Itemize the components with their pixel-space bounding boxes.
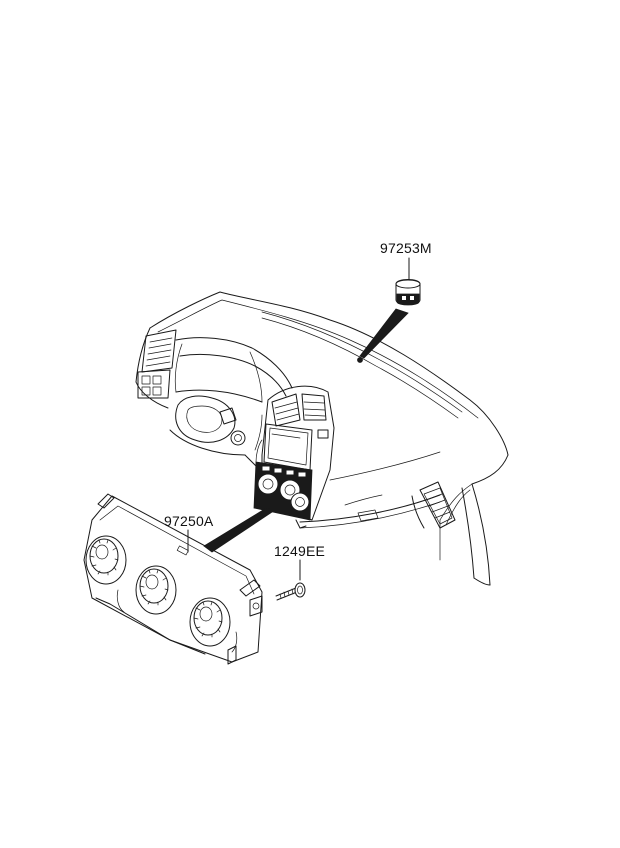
label-97250a: 97250A [164,513,214,529]
leader-97253m [359,308,409,359]
leader-97250a [203,506,273,553]
dashboard-assembly [135,291,509,586]
label-97253m: 97253M [380,240,432,256]
part-97250a-drawing [83,493,263,665]
part-97253m-drawing [395,279,421,306]
label-1249ee: 1249EE [274,543,326,559]
part-1249ee-drawing [275,582,306,601]
